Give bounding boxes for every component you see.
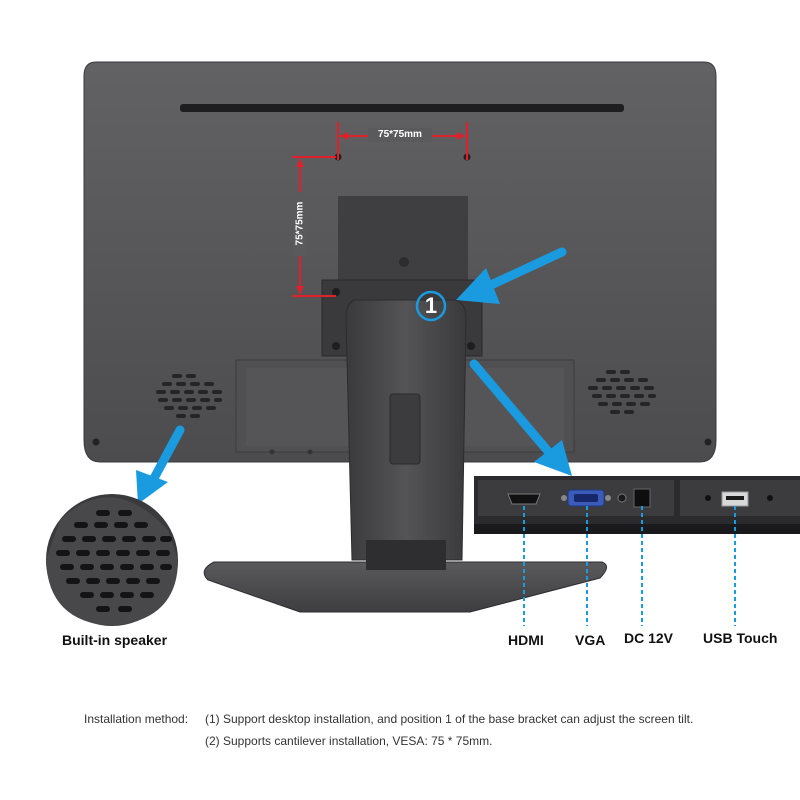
- tilt-arrow-head: [456, 268, 500, 304]
- vertical-dimension-label-bg: [293, 192, 307, 256]
- stand-base: [203, 561, 607, 613]
- hdmi-label: HDMI: [508, 632, 544, 648]
- stand-cable-cover: [389, 393, 421, 465]
- horizontal-dimension-label-bg: [368, 128, 432, 142]
- speaker-arrow-shaft: [147, 425, 185, 487]
- stand-recess: [338, 196, 468, 280]
- usb-label: USB Touch: [703, 630, 778, 646]
- dc-port-led: [617, 493, 627, 503]
- top-vent: [180, 104, 624, 112]
- speaker-label: Built-in speaker: [62, 632, 168, 648]
- installation-line-1: (1) Support desktop installation, and po…: [205, 712, 694, 726]
- dc-label: DC 12V: [624, 630, 674, 646]
- tilt-position-number: 1: [424, 293, 438, 318]
- speaker-grille-left: [156, 374, 222, 418]
- speaker-grille-right: [588, 370, 656, 414]
- speaker-arrow-head: [136, 470, 168, 504]
- ports-arrow-shaft: [469, 359, 557, 461]
- horizontal-dimension-label: 75*75mm: [378, 129, 422, 140]
- vertical-dimension-label: 75*75mm: [294, 201, 306, 246]
- tilt-position-marker: [415, 290, 447, 322]
- installation-heading: Installation method:: [84, 712, 189, 726]
- ports-arrow-head: [534, 440, 572, 476]
- recess-screw: [399, 257, 409, 267]
- vga-label: VGA: [575, 632, 606, 648]
- hdmi-port: [507, 493, 541, 505]
- speaker-closeup: [46, 494, 178, 626]
- dc-port: [633, 488, 651, 508]
- installation-line-2: (2) Supports cantilever installation, VE…: [205, 734, 493, 748]
